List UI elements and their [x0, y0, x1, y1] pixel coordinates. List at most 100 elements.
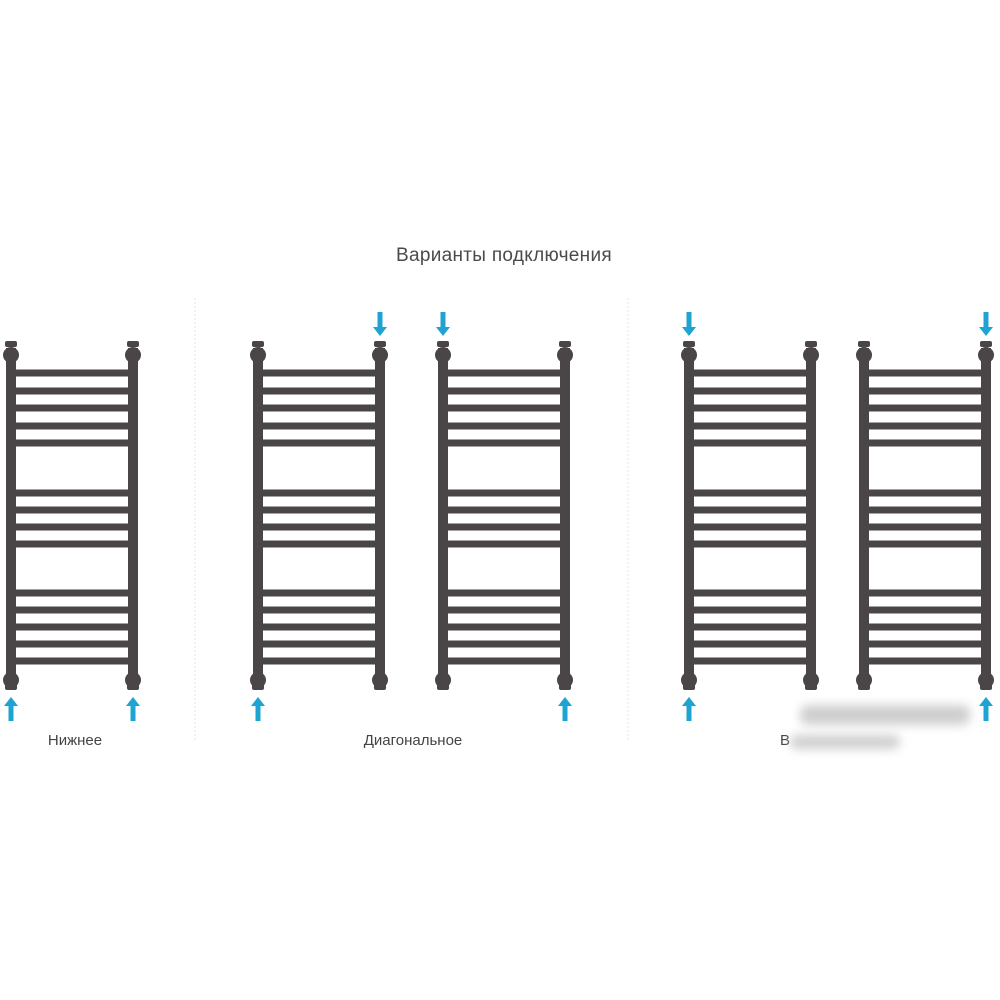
rail-bar — [443, 657, 565, 665]
rail-bar — [11, 489, 133, 497]
rail-bar — [258, 640, 380, 648]
rail-bar — [864, 540, 986, 548]
rail-bar — [689, 640, 811, 648]
rail-bar — [258, 523, 380, 531]
rail-bar — [258, 623, 380, 631]
arrow-up-icon — [251, 697, 265, 721]
rail-cap — [252, 684, 264, 690]
rail-cap — [559, 684, 571, 690]
rail-bar — [689, 422, 811, 430]
rail-bar — [864, 489, 986, 497]
rail-bar — [864, 404, 986, 412]
rail-bar — [11, 540, 133, 548]
rail-cap — [437, 684, 449, 690]
towel-rail — [250, 312, 388, 721]
rail-bar — [443, 369, 565, 377]
rail-bar — [258, 657, 380, 665]
arrow-up-icon — [682, 697, 696, 721]
rail-cap — [980, 341, 992, 347]
rail-knob — [557, 347, 573, 363]
rail-bar — [11, 606, 133, 614]
arrow-up-icon — [4, 697, 18, 721]
rail-bar — [864, 606, 986, 614]
rail-knob — [125, 347, 141, 363]
towel-rail — [435, 312, 573, 721]
rail-bar — [689, 623, 811, 631]
rail-bar — [443, 623, 565, 631]
rail-bar — [443, 387, 565, 395]
rail-cap — [805, 341, 817, 347]
rail-post — [684, 348, 694, 684]
rail-bar — [11, 523, 133, 531]
rail-bar — [11, 589, 133, 597]
rail-bar — [11, 404, 133, 412]
rail-cap — [805, 684, 817, 690]
rail-bar — [689, 404, 811, 412]
rail-bar — [864, 523, 986, 531]
rail-bar — [11, 623, 133, 631]
rail-bar — [11, 506, 133, 514]
rail-post — [560, 348, 570, 684]
rail-bar — [864, 623, 986, 631]
arrow-down-icon — [373, 312, 387, 336]
rail-knob — [250, 347, 266, 363]
rail-cap — [858, 341, 870, 347]
rail-bar — [864, 657, 986, 665]
rail-post — [806, 348, 816, 684]
rail-bar — [864, 387, 986, 395]
rail-cap — [374, 341, 386, 347]
rail-bar — [689, 439, 811, 447]
rail-bar — [443, 640, 565, 648]
arrow-down-icon — [436, 312, 450, 336]
diagram-title: Варианты подключения — [396, 245, 612, 266]
rail-bar — [11, 439, 133, 447]
rail-bar — [864, 439, 986, 447]
rail-bar — [11, 387, 133, 395]
rail-cap — [683, 684, 695, 690]
rail-bar — [689, 657, 811, 665]
rail-cap — [252, 341, 264, 347]
rail-bar — [443, 589, 565, 597]
arrow-up-icon — [558, 697, 572, 721]
label-diagonal-connection: Диагональное — [363, 732, 463, 749]
rail-bar — [258, 489, 380, 497]
label-side-connection: В — [780, 732, 791, 749]
rail-post — [438, 348, 448, 684]
rail-cap — [559, 341, 571, 347]
rail-bar — [11, 657, 133, 665]
rail-bar — [258, 387, 380, 395]
rail-bar — [443, 606, 565, 614]
rail-bar — [258, 404, 380, 412]
rail-bar — [864, 422, 986, 430]
rail-bar — [864, 506, 986, 514]
rail-cap — [980, 684, 992, 690]
rail-bar — [689, 387, 811, 395]
rail-cap — [374, 684, 386, 690]
rail-bar — [11, 422, 133, 430]
blurred-overlay — [790, 735, 900, 749]
rail-cap — [127, 341, 139, 347]
rail-bar — [258, 422, 380, 430]
label-bottom-connection: Нижнее — [47, 732, 103, 749]
rail-bar — [689, 506, 811, 514]
arrow-up-icon — [126, 697, 140, 721]
rail-post — [128, 348, 138, 684]
rail-bar — [689, 540, 811, 548]
rail-bar — [258, 369, 380, 377]
rail-bar — [443, 404, 565, 412]
towel-rail — [856, 312, 994, 721]
rail-knob — [372, 347, 388, 363]
rail-bar — [443, 523, 565, 531]
rail-bar — [443, 422, 565, 430]
rail-bar — [258, 589, 380, 597]
towel-rail — [3, 341, 141, 721]
rail-bar — [11, 369, 133, 377]
rail-bar — [689, 589, 811, 597]
rail-knob — [681, 347, 697, 363]
rail-bar — [689, 369, 811, 377]
rail-post — [253, 348, 263, 684]
rail-post — [375, 348, 385, 684]
rail-post — [981, 348, 991, 684]
rail-bar — [443, 489, 565, 497]
